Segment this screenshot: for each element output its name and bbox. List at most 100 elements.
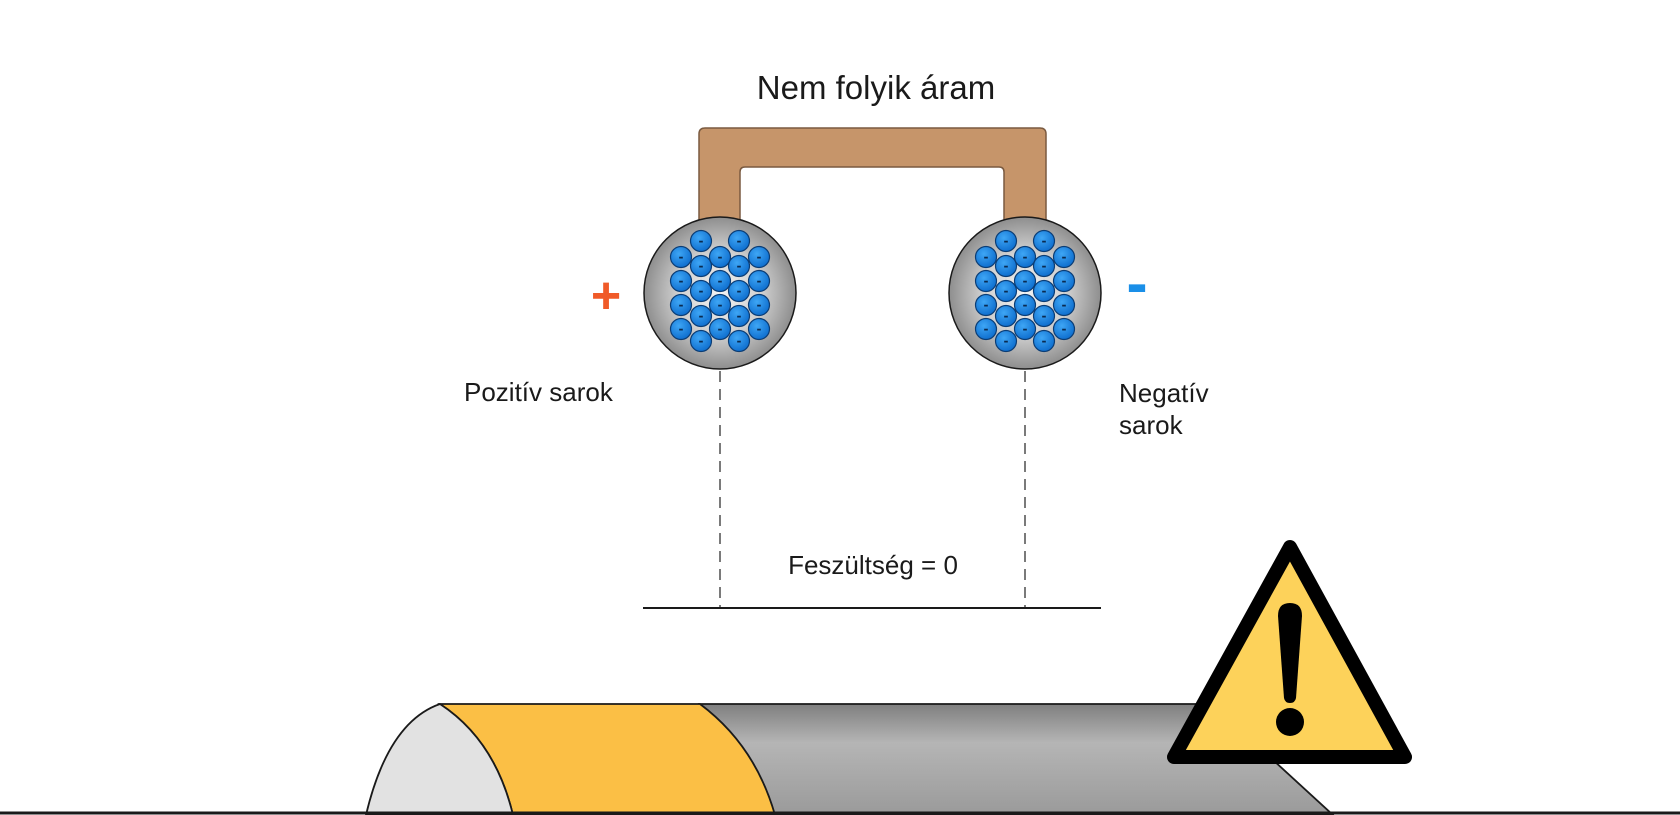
- electron-charge-symbol: -: [984, 274, 989, 288]
- electron: [1052, 245, 1076, 269]
- electron: [727, 279, 751, 303]
- electron: [994, 329, 1018, 353]
- electron: [747, 245, 771, 269]
- electron: [1013, 269, 1037, 293]
- electron: [708, 269, 732, 293]
- electron: [727, 304, 751, 328]
- electron: [747, 269, 771, 293]
- electron: [708, 245, 732, 269]
- negative-terminal: [948, 216, 1102, 370]
- electron-charge-symbol: -: [699, 259, 704, 273]
- electron: [994, 279, 1018, 303]
- electron-charge-symbol: -: [737, 309, 742, 323]
- electron-charge-symbol: -: [1042, 234, 1047, 248]
- electron: [669, 317, 693, 341]
- voltage-label: Feszültség = 0: [788, 550, 958, 580]
- electron: [1032, 279, 1056, 303]
- electron-charge-symbol: -: [1023, 250, 1028, 264]
- positive-sign: +: [591, 267, 621, 325]
- electron-charge-symbol: -: [718, 322, 723, 336]
- electron-charge-symbol: -: [984, 322, 989, 336]
- electron-charge-symbol: -: [679, 298, 684, 312]
- electron-charge-symbol: -: [1042, 309, 1047, 323]
- electron: [1052, 269, 1076, 293]
- electron: [689, 304, 713, 328]
- electron-charge-symbol: -: [984, 298, 989, 312]
- electron-charge-symbol: -: [679, 274, 684, 288]
- electron: [994, 229, 1018, 253]
- electron: [994, 304, 1018, 328]
- electron: [1013, 317, 1037, 341]
- positive-terminal-label: Pozitív sarok: [464, 377, 614, 407]
- electron-charge-symbol: -: [679, 250, 684, 264]
- electron: [974, 317, 998, 341]
- electron-charge-symbol: -: [737, 259, 742, 273]
- negative-terminal-label-line2: sarok: [1119, 410, 1184, 440]
- negative-terminal-electrons: ----------------------: [974, 229, 1076, 353]
- electron: [727, 229, 751, 253]
- electron: [689, 229, 713, 253]
- electron: [1052, 293, 1076, 317]
- electron-charge-symbol: -: [1042, 259, 1047, 273]
- electron: [689, 254, 713, 278]
- electron: [974, 245, 998, 269]
- positive-terminal-electrons: ----------------------: [669, 229, 771, 353]
- electron-charge-symbol: -: [737, 334, 742, 348]
- electron-charge-symbol: -: [757, 298, 762, 312]
- warning-icon: [1167, 540, 1412, 764]
- electron: [747, 293, 771, 317]
- electron-charge-symbol: -: [1004, 334, 1009, 348]
- electron-charge-symbol: -: [718, 274, 723, 288]
- electron: [727, 329, 751, 353]
- battery-cap: [365, 703, 514, 815]
- electron: [994, 254, 1018, 278]
- connecting-wire: [698, 127, 1047, 233]
- electron: [669, 245, 693, 269]
- electron: [1052, 317, 1076, 341]
- electron-charge-symbol: -: [1023, 274, 1028, 288]
- electron: [1032, 329, 1056, 353]
- electron: [974, 293, 998, 317]
- electron-charge-symbol: -: [679, 322, 684, 336]
- electron-charge-symbol: -: [1004, 259, 1009, 273]
- electron-charge-symbol: -: [1004, 284, 1009, 298]
- electron-charge-symbol: -: [757, 274, 762, 288]
- electron-charge-symbol: -: [737, 234, 742, 248]
- electron: [669, 293, 693, 317]
- electron-charge-symbol: -: [1062, 250, 1067, 264]
- electron: [689, 279, 713, 303]
- electron-charge-symbol: -: [1004, 234, 1009, 248]
- title-text: Nem folyik áram: [757, 69, 995, 106]
- battery: [365, 703, 1335, 815]
- electron-charge-symbol: -: [757, 250, 762, 264]
- electron-charge-symbol: -: [1023, 322, 1028, 336]
- electron-charge-symbol: -: [1004, 309, 1009, 323]
- electron: [974, 269, 998, 293]
- electron: [708, 317, 732, 341]
- electron-charge-symbol: -: [1042, 284, 1047, 298]
- positive-terminal: [643, 216, 797, 370]
- negative-terminal-label-line1: Negatív: [1119, 378, 1209, 408]
- electron-charge-symbol: -: [699, 309, 704, 323]
- electron-charge-symbol: -: [1023, 298, 1028, 312]
- electron: [1013, 293, 1037, 317]
- electron: [689, 329, 713, 353]
- electron-charge-symbol: -: [718, 298, 723, 312]
- electron: [747, 317, 771, 341]
- electron-charge-symbol: -: [984, 250, 989, 264]
- electron: [727, 254, 751, 278]
- electron: [1013, 245, 1037, 269]
- electron: [1032, 254, 1056, 278]
- electron-charge-symbol: -: [699, 234, 704, 248]
- electron-charge-symbol: -: [1062, 322, 1067, 336]
- electron-charge-symbol: -: [757, 322, 762, 336]
- electron: [1032, 304, 1056, 328]
- electron-charge-symbol: -: [1042, 334, 1047, 348]
- electron-charge-symbol: -: [699, 284, 704, 298]
- electron-charge-symbol: -: [1062, 274, 1067, 288]
- electron-charge-symbol: -: [737, 284, 742, 298]
- electron: [1032, 229, 1056, 253]
- electron-charge-symbol: -: [718, 250, 723, 264]
